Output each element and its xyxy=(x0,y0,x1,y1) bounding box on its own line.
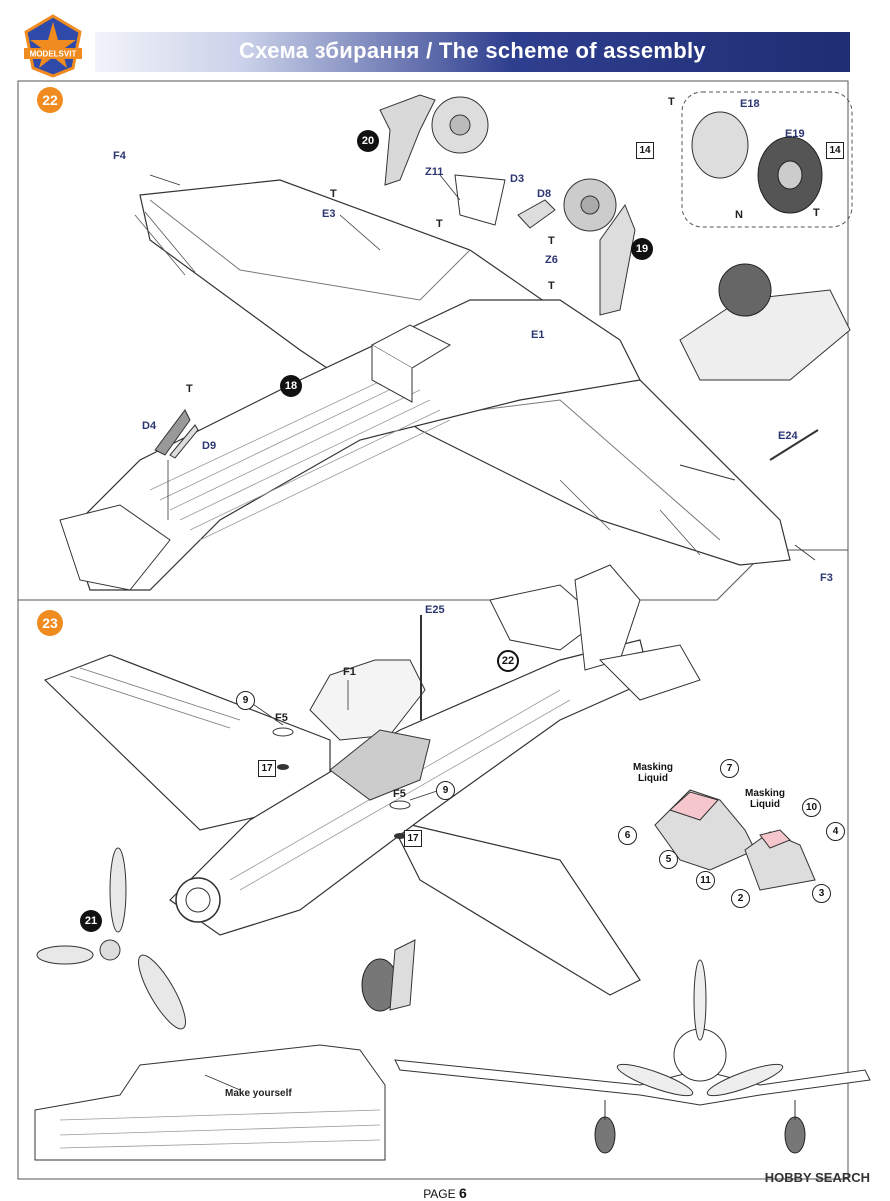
part-t-label-5: T xyxy=(548,280,555,292)
part-f1-label: F1 xyxy=(343,666,356,678)
page-title: Схема збирання / The scheme of assembly xyxy=(239,38,706,63)
part-d3-label: D3 xyxy=(510,173,525,185)
part-d4-label: D4 xyxy=(142,420,157,432)
canopy-part-11: 11 xyxy=(696,871,715,890)
canopy-part-10: 10 xyxy=(802,798,821,817)
part-f4-label: F4 xyxy=(113,150,126,162)
part-t-label-1: T xyxy=(668,96,675,108)
part-n-label: N xyxy=(735,209,743,221)
header-band: Схема збирання / The scheme of assembly xyxy=(95,32,850,72)
part-t-label-6: T xyxy=(186,383,193,395)
step-22-badge: 22 xyxy=(37,87,63,113)
masking-liquid-note-1: Masking Liquid xyxy=(632,762,673,784)
part-e25-label: E25 xyxy=(425,604,445,616)
subassembly-20-badge: 20 xyxy=(357,130,379,152)
canopy-part-3: 3 xyxy=(812,884,831,903)
part-e19-label: E19 xyxy=(785,128,805,140)
part-e3-label: E3 xyxy=(322,208,336,220)
part-f5-label-1: F5 xyxy=(275,712,288,724)
part-z6-label: Z6 xyxy=(545,254,558,266)
page-label: PAGE xyxy=(423,1187,456,1201)
page-footer: PAGE 6 xyxy=(0,1185,890,1201)
part-t-label-2: T xyxy=(330,188,337,200)
part-9-circle-1: 9 xyxy=(236,691,255,710)
part-t-label-7: T xyxy=(813,207,820,219)
part-t-label-3: T xyxy=(436,218,443,230)
part-d8-label: D8 xyxy=(537,188,552,200)
canopy-part-5: 5 xyxy=(659,850,678,869)
canopy-part-7: 7 xyxy=(720,759,739,778)
canopy-part-2: 2 xyxy=(731,889,750,908)
subassembly-22-badge: 22 xyxy=(497,650,519,672)
part-d9-label: D9 xyxy=(202,440,217,452)
masking-liquid-note-2: Masking Liquid xyxy=(744,788,785,810)
part-t-label-4: T xyxy=(548,235,555,247)
part-14-box-2: 14 xyxy=(826,142,844,159)
logo-text: MODELSVIT xyxy=(30,50,77,59)
part-e18-label: E18 xyxy=(740,98,760,110)
make-yourself-note: Make yourself xyxy=(225,1088,292,1099)
canopy-part-4: 4 xyxy=(826,822,845,841)
subassembly-18-badge: 18 xyxy=(280,375,302,397)
subassembly-21-badge: 21 xyxy=(80,910,102,932)
subassembly-19-badge: 19 xyxy=(631,238,653,260)
part-e1-label: E1 xyxy=(531,329,545,341)
part-17-box-2: 17 xyxy=(404,830,422,847)
modelsvit-logo: MODELSVIT xyxy=(18,10,88,80)
page-number: 6 xyxy=(459,1185,467,1201)
part-9-circle-2: 9 xyxy=(436,781,455,800)
part-14-box-1: 14 xyxy=(636,142,654,159)
part-e24-label: E24 xyxy=(778,430,798,442)
part-17-box-1: 17 xyxy=(258,760,276,777)
canopy-part-6: 6 xyxy=(618,826,637,845)
part-f5-label-2: F5 xyxy=(393,788,406,800)
part-f3-label: F3 xyxy=(820,572,833,584)
watermark: HOBBY SEARCH xyxy=(764,1170,870,1185)
part-z11-label: Z11 xyxy=(425,166,444,178)
instruction-frame xyxy=(17,80,849,1180)
step-23-badge: 23 xyxy=(37,610,63,636)
